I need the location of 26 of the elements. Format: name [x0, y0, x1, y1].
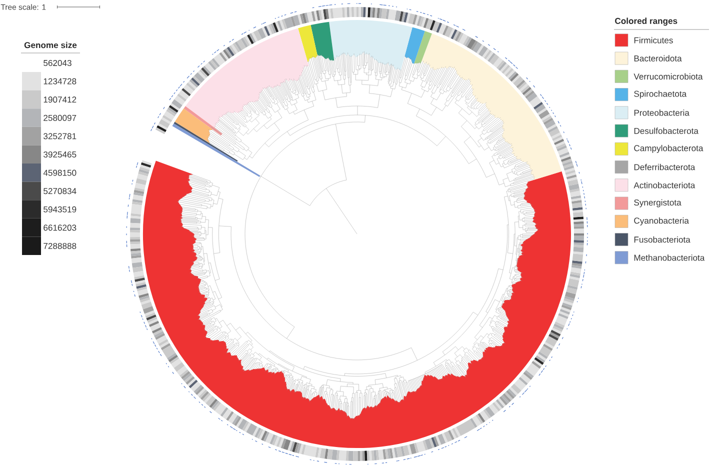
legend-label: Fusobacteriota: [634, 236, 690, 243]
legend-label: 1907412: [44, 96, 76, 103]
legend-label: 5270834: [44, 188, 76, 194]
legend-label: Deferribacterota: [634, 164, 696, 170]
legend-label: Actinobacteriota: [634, 182, 696, 188]
legend-label: 5943519: [44, 206, 76, 212]
legend-label: 2580097: [44, 114, 76, 121]
legend-label: Firmicutes: [634, 37, 673, 44]
legend-label: 3252781: [44, 133, 76, 140]
legend-label: Bacteroidota: [634, 55, 682, 62]
legend-label: Spirochaetota: [634, 90, 687, 99]
legend-label: 6616203: [44, 224, 76, 231]
legend-label: Campylobacterota: [634, 144, 704, 153]
legend-label: 7288888: [44, 242, 76, 250]
legend-label: Desulfobacterota: [634, 128, 698, 134]
legend-label: Synergistota: [634, 199, 682, 208]
legend-label: Methanobacteriota: [634, 254, 705, 261]
legend-label: Cyanobacteria: [634, 217, 689, 226]
legend-label: 3925465: [44, 151, 76, 158]
legend-label: 4598150: [43, 170, 76, 176]
legend-title: Colored ranges: [615, 18, 678, 26]
legend-label: Proteobacteria: [634, 110, 690, 116]
legend-label: 562043: [44, 60, 72, 66]
legend-title: Genome size: [24, 42, 77, 48]
legend-label: Verrucomicrobiota: [634, 73, 703, 80]
legend-label: 1234728: [44, 78, 76, 84]
